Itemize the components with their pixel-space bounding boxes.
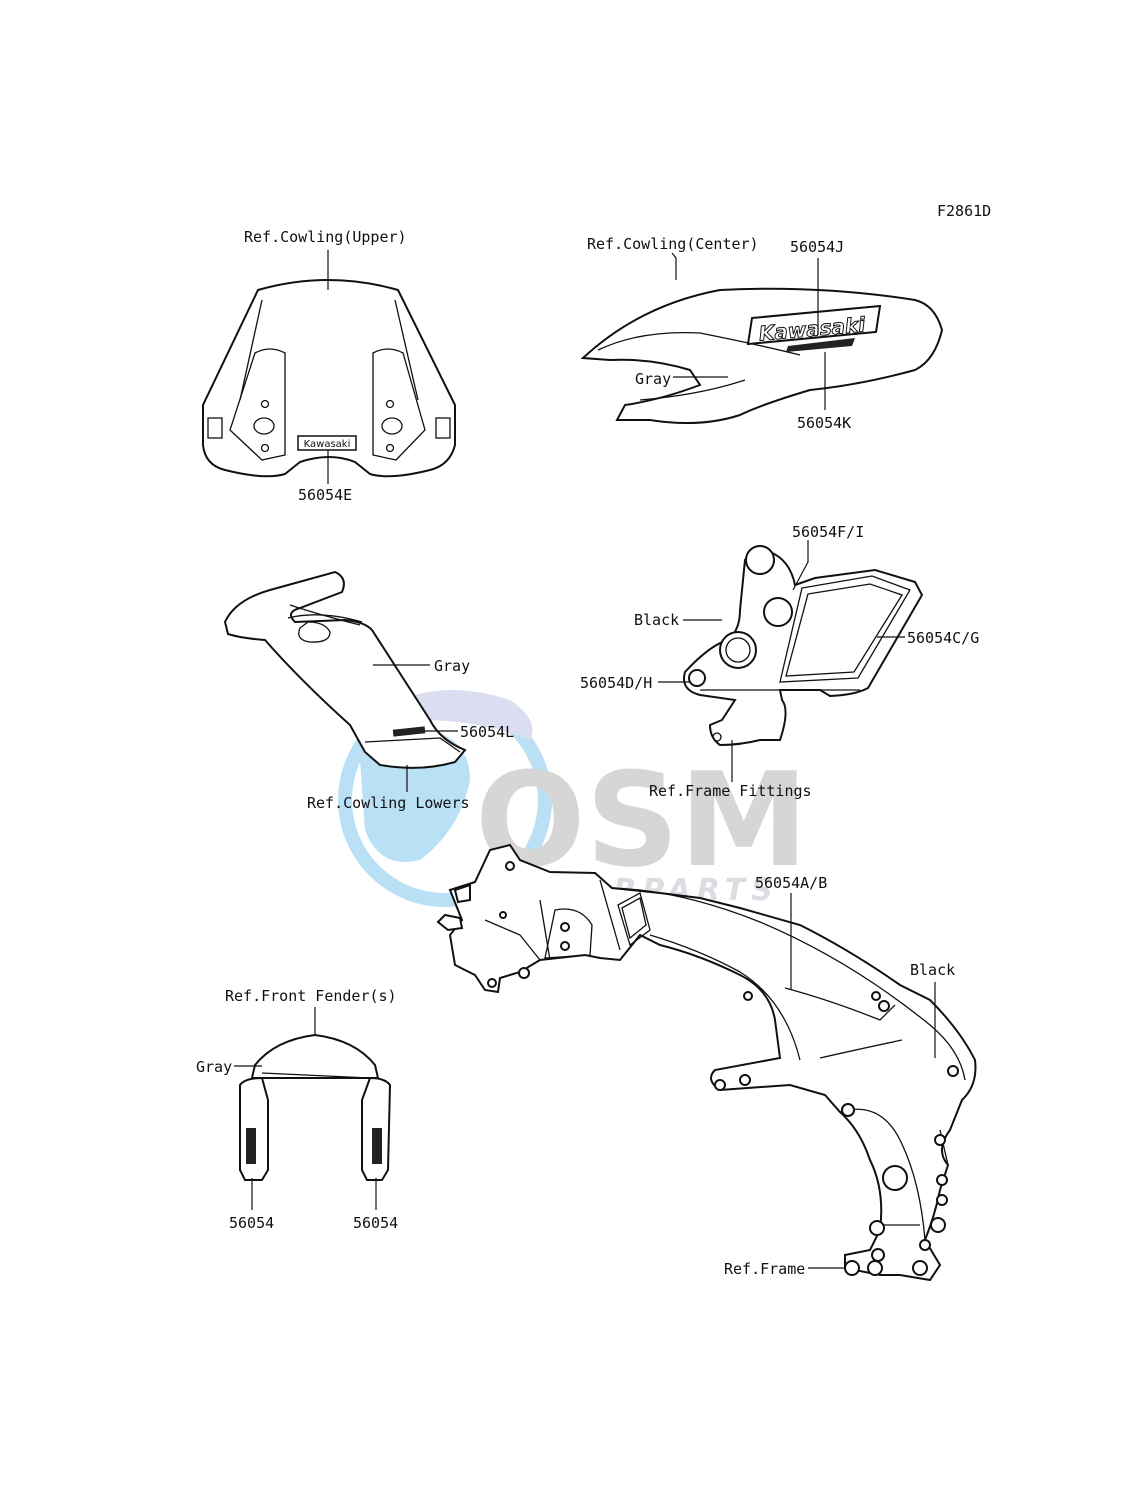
label-56054J: 56054J [790,238,845,256]
label-56054-left: 56054 [229,1214,275,1232]
figure-code: F2861D [937,202,992,220]
label-black-frame: Black [910,961,956,979]
kawasaki-decal-56054E [297,435,357,451]
label-ref-cowling-lowers: Ref.Cowling Lowers [307,794,470,812]
lower-cowling [223,570,467,792]
decal-brand-text: Kawasaki [304,439,351,450]
label-ref-frame: Ref.Frame [724,1260,806,1278]
label-56054C-G: 56054C/G [907,629,980,647]
label-ref-cowling-center: Ref.Cowling(Center) [587,235,759,253]
front-fender [234,1007,392,1210]
fork-decal-left [246,1128,256,1164]
label-ref-front-fenders: Ref.Front Fender(s) [225,987,397,1005]
fork-decal-right [372,1128,382,1164]
watermark-globe-cap [400,690,533,740]
label-56054E: 56054E [298,486,353,504]
label-gray-fender: Gray [196,1058,233,1076]
label-56054K: 56054K [797,414,852,432]
label-gray-center: Gray [635,370,672,388]
upper-cowling: Kawasaki [202,250,456,484]
label-ref-frame-fittings: Ref.Frame Fittings [649,782,812,800]
label-56054-right: 56054 [353,1214,399,1232]
model-decal-56054K [786,338,855,352]
main-frame [436,843,977,1282]
label-gray-lower: Gray [434,657,471,675]
model-decal-56054L [392,726,426,737]
label-56054F-I: 56054F/I [792,523,865,541]
label-56054D-H: 56054D/H [580,674,653,692]
label-56054L: 56054L [460,723,515,741]
frame-fitting [658,540,924,782]
center-cowling: Kawasaki [580,252,944,425]
label-ref-cowling-upper: Ref.Cowling(Upper) [244,228,407,246]
watermark-globe-ring [338,693,552,907]
label-black-fitting: Black [634,611,680,629]
label-56054A-B: 56054A/B [755,874,828,892]
